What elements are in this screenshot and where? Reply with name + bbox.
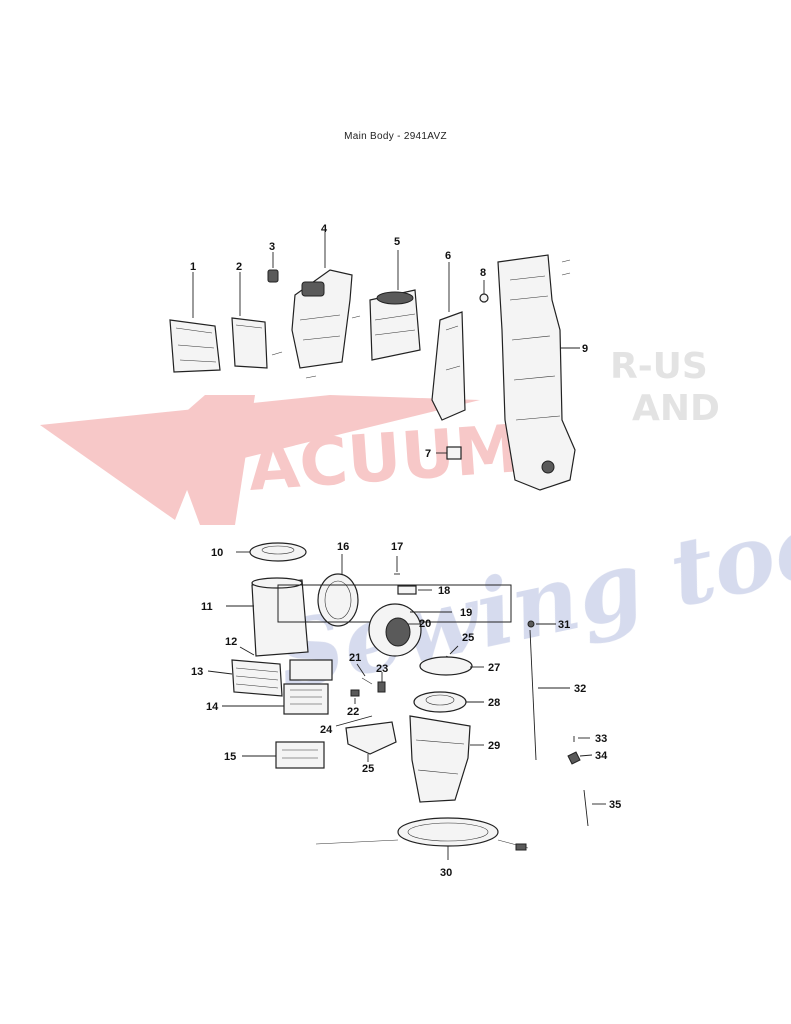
- label-part-25-lower: 25: [362, 763, 374, 775]
- part-3-knob: [267, 252, 279, 283]
- watermark-v-shape: [165, 395, 255, 525]
- label-part-7: 7: [425, 448, 431, 460]
- label-part-22: 22: [347, 706, 359, 718]
- part-35-crevice-tool: [583, 789, 606, 827]
- part-2-panel: [231, 272, 283, 369]
- label-part-5: 5: [394, 236, 400, 248]
- label-part-28: 28: [488, 697, 500, 709]
- part-24-latch: [335, 715, 373, 727]
- part-28-gear-plate: [413, 691, 484, 713]
- part-32-wand: [529, 629, 570, 761]
- label-part-23: 23: [376, 663, 388, 675]
- label-part-33: 33: [595, 733, 607, 745]
- part-22-clip: [350, 689, 360, 704]
- part-25-bottom-door: [345, 721, 397, 762]
- label-part-31: 31: [558, 619, 570, 631]
- watermark-text-and: AND: [632, 388, 720, 429]
- label-part-2: 2: [236, 261, 242, 273]
- part-23-button: [377, 672, 386, 693]
- part-1-cover: [169, 272, 221, 373]
- label-part-10: 10: [211, 547, 223, 559]
- part-31-hook: [527, 620, 556, 628]
- label-part-27: 27: [488, 662, 500, 674]
- part-15-exhaust-filter: [242, 741, 325, 769]
- label-part-32: 32: [574, 683, 586, 695]
- label-part-3: 3: [269, 241, 275, 253]
- part-34-clip: [567, 751, 593, 765]
- label-part-6: 6: [445, 250, 451, 262]
- part-7-label: [436, 446, 462, 460]
- label-part-21: 21: [349, 652, 361, 664]
- part-9-main-body: [497, 254, 580, 491]
- part-11-dust-bin: [226, 577, 309, 657]
- label-part-9: 9: [582, 343, 588, 355]
- part-number-labels: 1 2 3 4 5 6 7 8 9 10 11 12 13 14 15 16 1…: [190, 223, 621, 879]
- label-part-35: 35: [609, 799, 621, 811]
- label-part-16: 16: [337, 541, 349, 553]
- label-part-11: 11: [201, 601, 213, 613]
- part-27-plate: [419, 656, 484, 676]
- part-21-spring: [356, 663, 373, 685]
- label-part-12: 12: [225, 636, 237, 648]
- label-part-20: 20: [419, 618, 431, 630]
- label-part-25-upper: 25: [462, 632, 474, 644]
- part-8-washer: [479, 280, 489, 303]
- label-part-13: 13: [191, 666, 203, 678]
- label-part-1: 1: [190, 261, 196, 273]
- part-19-cyclone: [368, 603, 452, 657]
- diagram-title: Main Body - 2941AVZ: [344, 131, 447, 142]
- part-18-gasket: [397, 585, 432, 595]
- part-17-screw: [394, 556, 400, 575]
- label-part-18: 18: [438, 585, 450, 597]
- part-6-channel: [431, 262, 466, 421]
- label-part-17: 17: [391, 541, 403, 553]
- label-part-4: 4: [321, 223, 328, 235]
- label-part-8: 8: [480, 267, 486, 279]
- label-part-29: 29: [488, 740, 500, 752]
- label-part-15: 15: [224, 751, 236, 763]
- part-12-filter-frame: [239, 646, 255, 656]
- part-33-pin: [573, 736, 590, 742]
- watermark-text-rus: R-US: [610, 346, 708, 387]
- label-part-34: 34: [595, 750, 608, 762]
- part-10-lid: [236, 542, 307, 562]
- part-5-motor: [351, 250, 421, 361]
- watermark-red-swoosh: [40, 395, 480, 520]
- part-14-hepa-filter: [222, 659, 333, 715]
- label-part-14: 14: [206, 701, 219, 713]
- part-16-seal-ring: [317, 554, 359, 627]
- label-part-24: 24: [320, 724, 333, 736]
- part-4-housing: [291, 232, 353, 379]
- part-29-base: [409, 715, 484, 803]
- label-part-19: 19: [460, 607, 472, 619]
- watermark-logo: ACUUMS R-US AND Sewing too: [40, 346, 791, 712]
- part-13-filter-mesh: [207, 659, 283, 697]
- part-30-power-cord: [315, 817, 529, 860]
- label-part-30: 30: [440, 867, 452, 879]
